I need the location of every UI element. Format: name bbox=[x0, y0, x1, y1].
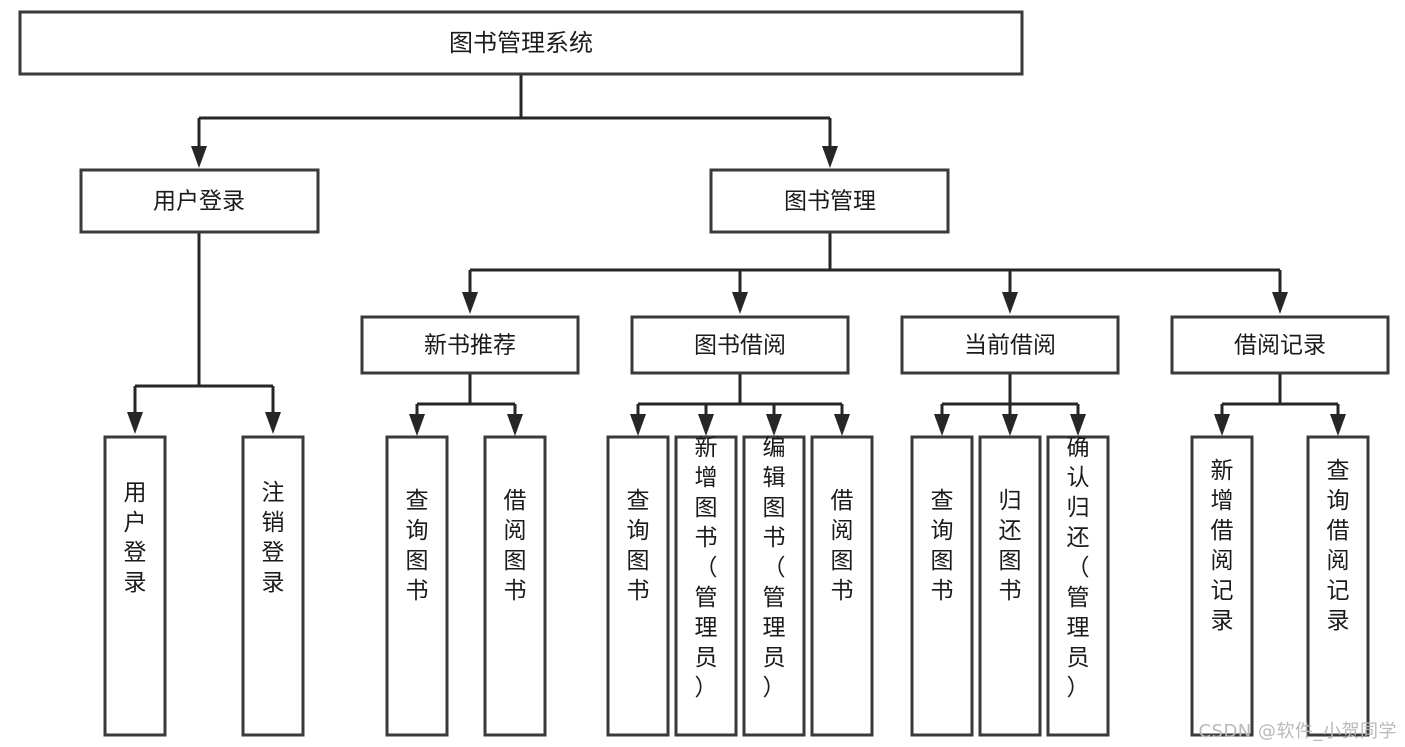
arrow-icon bbox=[834, 414, 850, 436]
leaf-node[interactable]: 查询借阅记录 bbox=[1306, 435, 1370, 737]
leaf-box[interactable] bbox=[385, 435, 449, 737]
arrow-icon bbox=[1272, 292, 1288, 314]
leaf-box[interactable] bbox=[1306, 435, 1370, 737]
node-borrow-record[interactable]: 借阅记录 bbox=[1170, 315, 1390, 375]
node-new-book-recommend-box[interactable] bbox=[360, 315, 580, 375]
node-user-login-label: 用户登录 bbox=[153, 189, 245, 215]
leaf-label-logout: 注销登录 bbox=[262, 480, 285, 596]
leaf-box[interactable] bbox=[810, 435, 874, 737]
node-book-management-box[interactable] bbox=[709, 168, 950, 234]
arrow-icon bbox=[1330, 414, 1346, 436]
node-root[interactable]: 图书管理系统 bbox=[18, 10, 1024, 76]
connector-group-current-borrow bbox=[934, 373, 1086, 436]
leaf-label-query-book: 查询图书 bbox=[931, 488, 954, 604]
arrow-icon bbox=[766, 414, 782, 436]
leaf-label-add-borrow-record: 新增借阅记录 bbox=[1211, 458, 1234, 634]
arrow-icon bbox=[462, 292, 478, 314]
leaf-box[interactable] bbox=[674, 435, 738, 737]
arrow-icon bbox=[732, 292, 748, 314]
leaf-node[interactable]: 确认归还（管理员） bbox=[1046, 435, 1110, 737]
node-current-borrow[interactable]: 当前借阅 bbox=[900, 315, 1120, 375]
leaf-node[interactable]: 新增借阅记录 bbox=[1190, 435, 1254, 737]
leaf-box[interactable] bbox=[103, 435, 167, 737]
arrow-icon bbox=[698, 414, 714, 436]
arrow-icon bbox=[191, 146, 207, 168]
node-user-login-box[interactable] bbox=[79, 168, 320, 234]
arrow-icon bbox=[1214, 414, 1230, 436]
leaf-node[interactable]: 查询图书 bbox=[385, 435, 449, 737]
leaf-label-query-book: 查询图书 bbox=[406, 488, 429, 604]
node-new-book-recommend[interactable]: 新书推荐 bbox=[360, 315, 580, 375]
connector-group-book-management bbox=[462, 232, 1288, 314]
arrow-icon bbox=[409, 414, 425, 436]
leaf-box[interactable] bbox=[606, 435, 670, 737]
connector-group-borrow-record bbox=[1214, 373, 1346, 436]
connector-group-root bbox=[191, 74, 838, 168]
leaf-node[interactable]: 用户登录 bbox=[103, 435, 167, 737]
leaf-label-add-book: 新增图书（管理员） bbox=[695, 435, 718, 701]
connector-group-user-login bbox=[127, 232, 281, 434]
leaf-box[interactable] bbox=[1046, 435, 1110, 737]
connector-group-new-book bbox=[409, 373, 523, 436]
arrow-icon bbox=[822, 146, 838, 168]
node-current-borrow-label: 当前借阅 bbox=[964, 333, 1056, 359]
node-root-box[interactable] bbox=[18, 10, 1024, 76]
arrow-icon bbox=[630, 414, 646, 436]
node-current-borrow-box[interactable] bbox=[900, 315, 1120, 375]
arrow-icon bbox=[934, 414, 950, 436]
leaf-node[interactable]: 借阅图书 bbox=[810, 435, 874, 737]
leaf-label-borrow-book: 借阅图书 bbox=[831, 488, 854, 604]
leaf-node[interactable]: 注销登录 bbox=[241, 435, 305, 737]
node-book-borrow[interactable]: 图书借阅 bbox=[630, 315, 850, 375]
node-book-borrow-label: 图书借阅 bbox=[694, 333, 786, 359]
node-user-login[interactable]: 用户登录 bbox=[79, 168, 320, 234]
leaf-node[interactable]: 编辑图书（管理员） bbox=[742, 435, 806, 737]
leaf-box[interactable] bbox=[910, 435, 974, 737]
node-borrow-record-label: 借阅记录 bbox=[1234, 333, 1326, 359]
arrow-icon bbox=[265, 412, 281, 434]
leaf-box[interactable] bbox=[483, 435, 547, 737]
leaf-label-return-book: 归还图书 bbox=[999, 488, 1022, 604]
leaf-label-confirm-return: 确认归还（管理员） bbox=[1067, 435, 1090, 701]
arrow-icon bbox=[1070, 414, 1086, 436]
node-new-book-recommend-label: 新书推荐 bbox=[424, 333, 516, 359]
leaf-node[interactable]: 查询图书 bbox=[910, 435, 974, 737]
leaf-node[interactable]: 新增图书（管理员） bbox=[674, 435, 738, 737]
arrow-icon bbox=[1002, 292, 1018, 314]
node-root-label: 图书管理系统 bbox=[449, 29, 593, 57]
arrow-icon bbox=[507, 414, 523, 436]
leaf-node[interactable]: 借阅图书 bbox=[483, 435, 547, 737]
arrow-icon bbox=[127, 412, 143, 434]
leaf-box[interactable] bbox=[978, 435, 1042, 737]
node-book-borrow-box[interactable] bbox=[630, 315, 850, 375]
leaf-label-query-book: 查询图书 bbox=[627, 488, 650, 604]
leaf-label-query-borrow-record: 查询借阅记录 bbox=[1327, 458, 1350, 634]
leaf-box[interactable] bbox=[241, 435, 305, 737]
node-book-management[interactable]: 图书管理 bbox=[709, 168, 950, 234]
arrow-icon bbox=[1002, 414, 1018, 436]
leaf-box[interactable] bbox=[1190, 435, 1254, 737]
node-borrow-record-box[interactable] bbox=[1170, 315, 1390, 375]
leaf-label-edit-book: 编辑图书（管理员） bbox=[763, 435, 786, 701]
leaf-node[interactable]: 查询图书 bbox=[606, 435, 670, 737]
node-book-management-label: 图书管理 bbox=[784, 189, 876, 215]
leaf-box[interactable] bbox=[742, 435, 806, 737]
leaf-node[interactable]: 归还图书 bbox=[978, 435, 1042, 737]
leaf-label-user-login: 用户登录 bbox=[124, 480, 147, 596]
leaf-label-borrow-book: 借阅图书 bbox=[504, 488, 527, 604]
connector-group-book-borrow bbox=[630, 373, 850, 436]
